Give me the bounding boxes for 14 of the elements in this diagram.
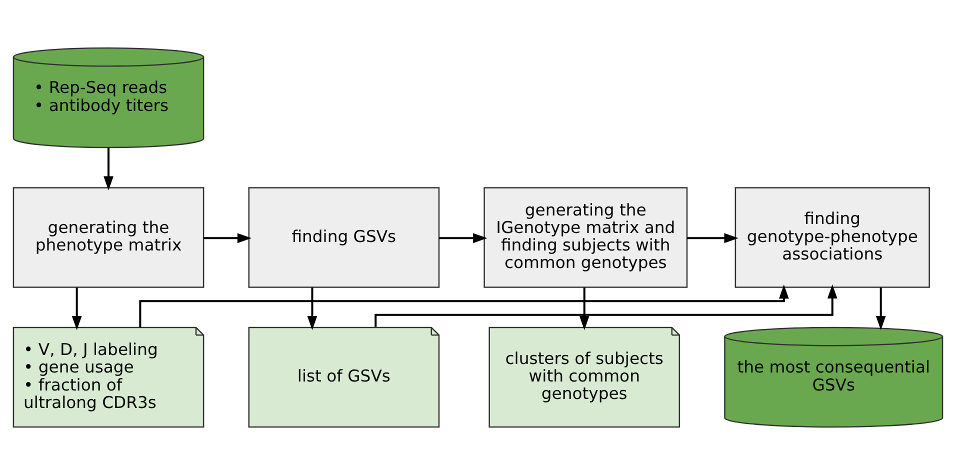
arrow bbox=[139, 284, 789, 328]
arrow bbox=[72, 288, 82, 330]
arrow bbox=[104, 148, 114, 190]
node-box: finding GSVs bbox=[248, 187, 440, 288]
node-box: finding genotype-phenotype associations bbox=[734, 187, 930, 288]
arrow bbox=[204, 233, 252, 244]
arrow bbox=[579, 288, 590, 330]
arrow bbox=[687, 233, 738, 244]
arrow bbox=[876, 288, 886, 330]
arrow bbox=[374, 284, 838, 327]
arrow bbox=[439, 233, 488, 244]
node-box: generating the phenotype matrix bbox=[12, 187, 204, 288]
arrow bbox=[307, 288, 318, 330]
node-box: generating the IGenotype matrix and finding subjects with common genotypes bbox=[484, 187, 688, 288]
